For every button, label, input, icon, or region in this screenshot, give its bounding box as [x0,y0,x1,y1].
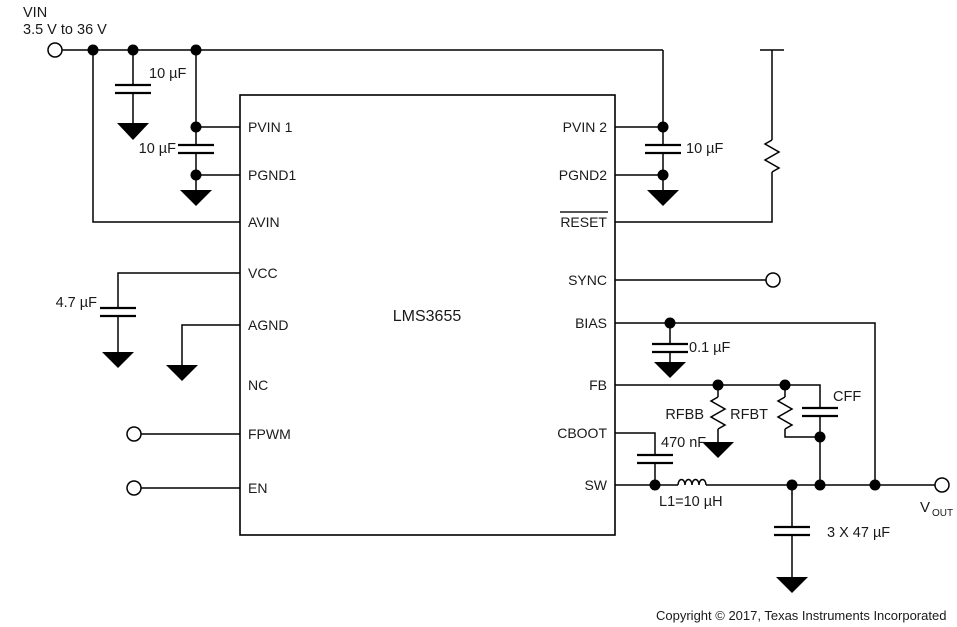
ground-agnd-icon [166,365,198,381]
capacitor-cin-pvin2 [645,143,681,155]
terminals [47,42,950,496]
ground-pgnd1-icon [180,190,212,206]
pin-label-pgnd2: PGND2 [559,167,607,183]
ground-symbols [102,123,808,593]
junction-dot [814,431,826,443]
capacitor-cff [802,406,838,418]
net-agnd [181,324,240,365]
capacitors [100,83,838,537]
pin-label-reset: RESET [560,214,607,230]
pin-label-agnd: AGND [248,317,288,333]
vout-sub-label: OUT [932,508,953,519]
junction-dot [127,44,139,56]
component-labels: VIN 3.5 V to 36 V 10 µF 10 µF 10 µF 4.7 … [23,5,953,623]
capacitor-cin-bulk [115,83,151,95]
capacitor-cin-pvin1 [178,143,214,155]
pin-label-avin: AVIN [248,214,280,230]
junction-dots [87,44,881,491]
capacitor-cvcc [100,306,136,318]
inductor-l1 [677,478,707,486]
resistor-rfbb [709,396,727,430]
pin-label-sw: SW [584,477,607,493]
copyright-text: Copyright © 2017, Texas Instruments Inco… [656,608,946,623]
vin-label: VIN [23,5,47,21]
vout-terminal-icon [934,477,950,493]
pin-label-fpwm: FPWM [248,426,291,442]
net-fb-lower [717,416,821,485]
cbias-label: 0.1 µF [689,340,731,356]
wires [62,49,935,577]
junction-dot [786,479,798,491]
cin-pvin1-label: 10 µF [139,141,177,157]
en-terminal-icon [126,480,142,496]
junction-dot [190,44,202,56]
net-vcc [117,272,240,352]
resistor-pullup [763,139,781,173]
ground-cvcc-icon [102,352,134,368]
pin-label-en: EN [248,480,267,496]
cvcc-label: 4.7 µF [56,295,98,311]
ic-right-pin-labels: PVIN 2 PGND2 RESET SYNC BIAS FB CBOOT SW [557,119,608,493]
ground-cbias-icon [654,362,686,378]
ground-cin-bulk-icon [117,123,149,140]
vin-range-label: 3.5 V to 36 V [23,22,107,38]
cboot-label: 470 nF [661,435,706,451]
ground-pgnd2-icon [647,190,679,206]
junction-dot [190,169,202,181]
pin-label-bias: BIAS [575,315,607,331]
rfbb-label: RFBB [665,407,704,423]
cff-label: CFF [833,389,861,405]
junction-dot [649,479,661,491]
pin-label-vcc: VCC [248,265,278,281]
sync-terminal-icon [765,272,781,288]
ic-body [239,94,616,536]
junction-dot [712,379,724,391]
pin-label-fb: FB [589,377,607,393]
vout-label: V [920,499,930,516]
net-reset-pullup [615,49,784,223]
resistors [709,139,794,430]
ic-left-pin-labels: PVIN 1 PGND1 AVIN VCC AGND NC FPWM EN [248,119,296,496]
capacitor-cboot [637,453,673,465]
vin-terminal-icon [47,42,63,58]
pin-label-sync: SYNC [568,272,607,288]
junction-dot [190,121,202,133]
fpwm-terminal-icon [126,426,142,442]
junction-dot [814,479,826,491]
net-pgnd2 [615,153,664,190]
net-pgnd1 [195,153,240,190]
junction-dot [779,379,791,391]
junction-dot [869,479,881,491]
junction-dot [664,317,676,329]
inductor-label: L1=10 µH [659,494,723,510]
capacitor-cbias [652,342,688,354]
pin-label-cboot: CBOOT [557,425,607,441]
cin-bulk-label: 10 µF [149,66,187,82]
pin-label-nc: NC [248,377,268,393]
resistor-rfbt [776,396,794,430]
junction-dot [657,121,669,133]
net-vin-rail [62,49,664,223]
rfbt-label: RFBT [730,407,768,423]
ground-rfbb-icon [702,442,734,458]
cin-pvin2-label: 10 µF [686,141,724,157]
net-cboot [615,432,656,485]
junction-dot [657,169,669,181]
capacitor-cout [774,525,810,537]
ground-cout-icon [776,577,808,593]
pin-label-pvin2: PVIN 2 [563,119,608,135]
pin-label-pvin1: PVIN 1 [248,119,293,135]
ic-name: LMS3655 [393,308,462,325]
cout-label: 3 X 47 µF [827,525,890,541]
junction-dot [87,44,99,56]
pin-label-pgnd1: PGND1 [248,167,296,183]
